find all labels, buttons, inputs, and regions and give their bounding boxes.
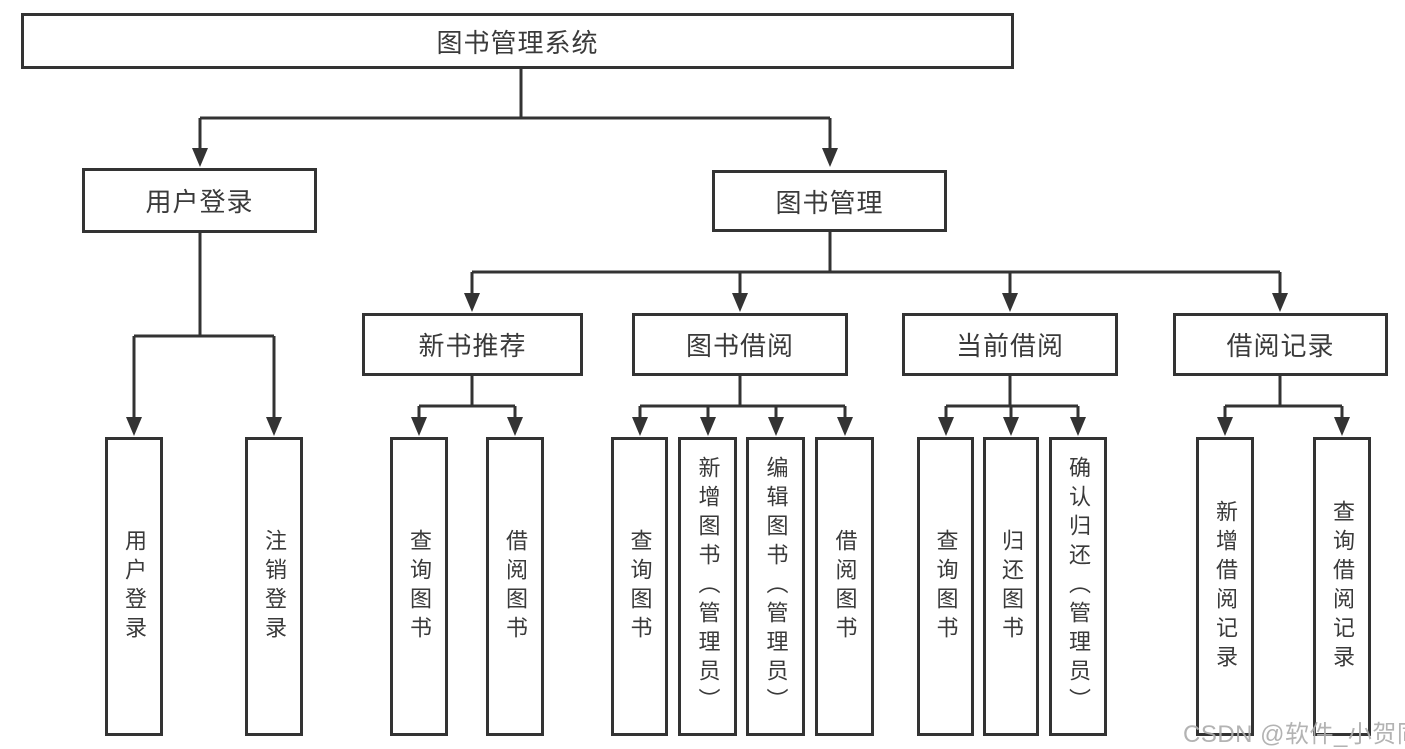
leaf-label: 查询图书	[407, 528, 432, 645]
leaf-borrow-books-1: 借阅图书	[486, 437, 544, 736]
leaf-label: 查询图书	[627, 528, 653, 645]
node-book-borrowing: 图书借阅	[632, 313, 848, 376]
leaf-query-books-1: 查询图书	[390, 437, 448, 736]
leaf-label: 借阅图书	[503, 528, 528, 645]
leaf-confirm-return-admin: 确认归还（管理员）	[1049, 437, 1107, 736]
node-label: 图书管理系统	[436, 27, 599, 58]
leaf-label: 确认归还（管理员）	[1066, 456, 1091, 717]
leaf-user-login: 用户登录	[105, 437, 163, 736]
leaf-add-books-admin: 新增图书（管理员）	[678, 437, 737, 736]
leaf-label: 编辑图书（管理员）	[763, 456, 789, 717]
node-label: 新书推荐	[418, 331, 527, 361]
leaf-label: 新增借阅记录	[1213, 499, 1238, 674]
node-label: 用户登录	[145, 187, 254, 217]
leaf-logout: 注销登录	[245, 437, 303, 736]
node-label: 图书借阅	[685, 331, 794, 361]
node-label: 当前借阅	[955, 331, 1064, 361]
node-book-management: 图书管理	[712, 170, 947, 232]
node-label: 借阅记录	[1226, 331, 1335, 361]
leaf-label: 归还图书	[999, 528, 1024, 645]
node-new-book-recommendation: 新书推荐	[362, 313, 583, 376]
leaf-borrow-books-2: 借阅图书	[815, 437, 874, 736]
leaf-return-books: 归还图书	[983, 437, 1039, 736]
node-label: 图书管理	[775, 187, 884, 218]
leaf-label: 查询借阅记录	[1330, 499, 1355, 674]
leaf-query-books-3: 查询图书	[917, 437, 974, 736]
csdn-watermark: CSDN @软件_小贺同学	[1183, 721, 1405, 748]
node-borrowing-records: 借阅记录	[1173, 313, 1388, 376]
leaf-label: 借阅图书	[832, 528, 858, 645]
leaf-add-borrow-record: 新增借阅记录	[1196, 437, 1254, 736]
node-user-login: 用户登录	[82, 168, 317, 233]
leaf-edit-books-admin: 编辑图书（管理员）	[746, 437, 805, 736]
leaf-label: 用户登录	[122, 528, 147, 645]
node-current-borrowing: 当前借阅	[902, 313, 1118, 376]
leaf-label: 注销登录	[262, 528, 287, 645]
leaf-label: 新增图书（管理员）	[695, 456, 721, 717]
leaf-query-borrow-record: 查询借阅记录	[1313, 437, 1371, 736]
node-library-management-system: 图书管理系统	[21, 13, 1014, 69]
leaf-query-books-2: 查询图书	[611, 437, 668, 736]
leaf-label: 查询图书	[933, 528, 959, 645]
